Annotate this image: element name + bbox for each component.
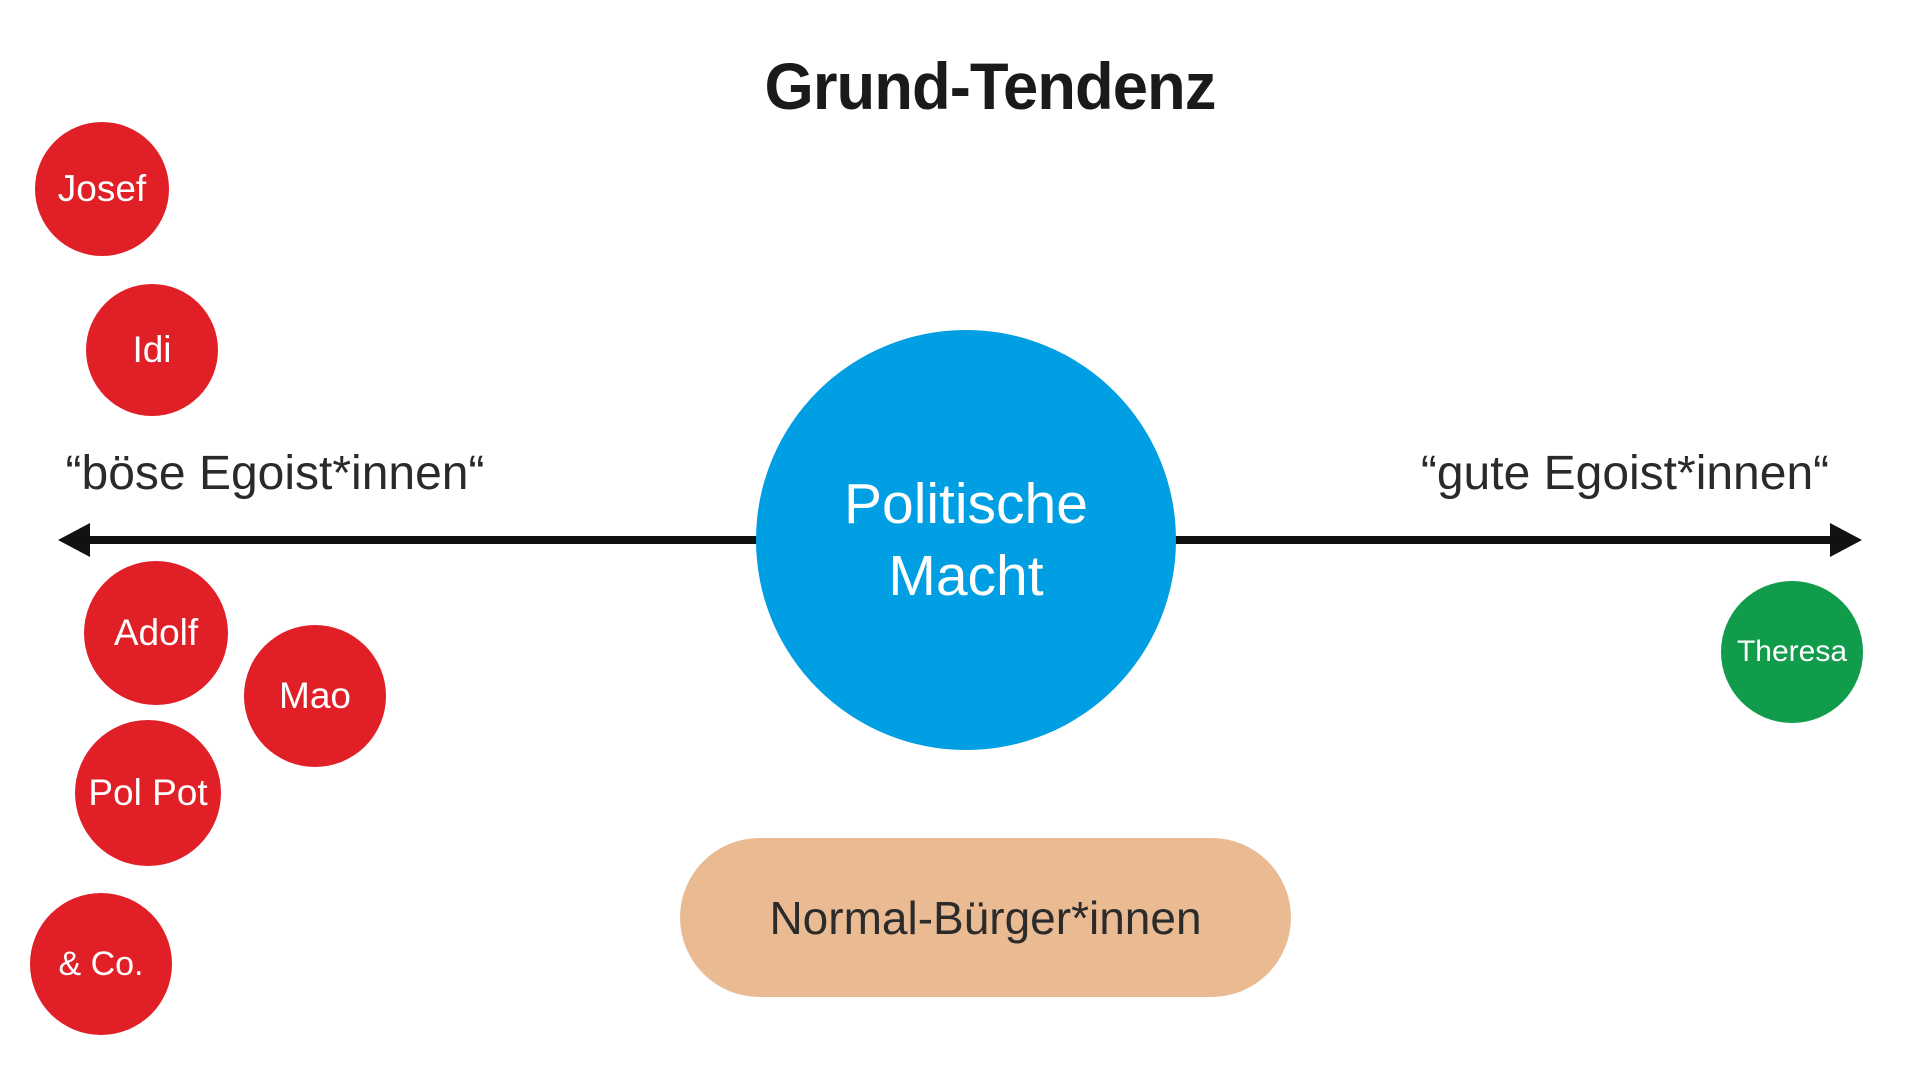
center-node-label-line1: Politische (844, 471, 1088, 536)
node-and-co-label: & Co. (58, 944, 144, 983)
node-mao-label: Mao (279, 675, 351, 716)
node-idi-label: Idi (132, 329, 172, 370)
node-and-co: & Co. (30, 893, 172, 1035)
node-josef-label: Josef (57, 168, 147, 209)
axis-label-good: “gute Egoist*innen“ (1420, 447, 1830, 500)
axis-label-bad: “böse Egoist*innen“ (65, 447, 485, 500)
node-adolf-label: Adolf (113, 612, 199, 653)
node-pol-pot-label: Pol Pot (88, 772, 208, 813)
node-pol-pot: Pol Pot (75, 720, 221, 866)
node-theresa: Theresa (1721, 581, 1863, 723)
page-title: Grund-Tendenz (764, 49, 1217, 123)
node-politische-macht: Politische Macht (756, 330, 1176, 750)
node-mao: Mao (244, 625, 386, 767)
right-arrowhead-icon (1830, 523, 1862, 557)
citizens-pill-label: Normal-Bürger*innen (769, 891, 1202, 944)
node-idi: Idi (86, 284, 218, 416)
node-josef: Josef (35, 122, 169, 256)
center-node-label-line2: Macht (888, 544, 1044, 608)
left-arrowhead-icon (58, 523, 90, 557)
node-adolf: Adolf (84, 561, 228, 705)
citizens-pill: Normal-Bürger*innen (680, 838, 1291, 997)
node-theresa-label: Theresa (1736, 635, 1848, 668)
